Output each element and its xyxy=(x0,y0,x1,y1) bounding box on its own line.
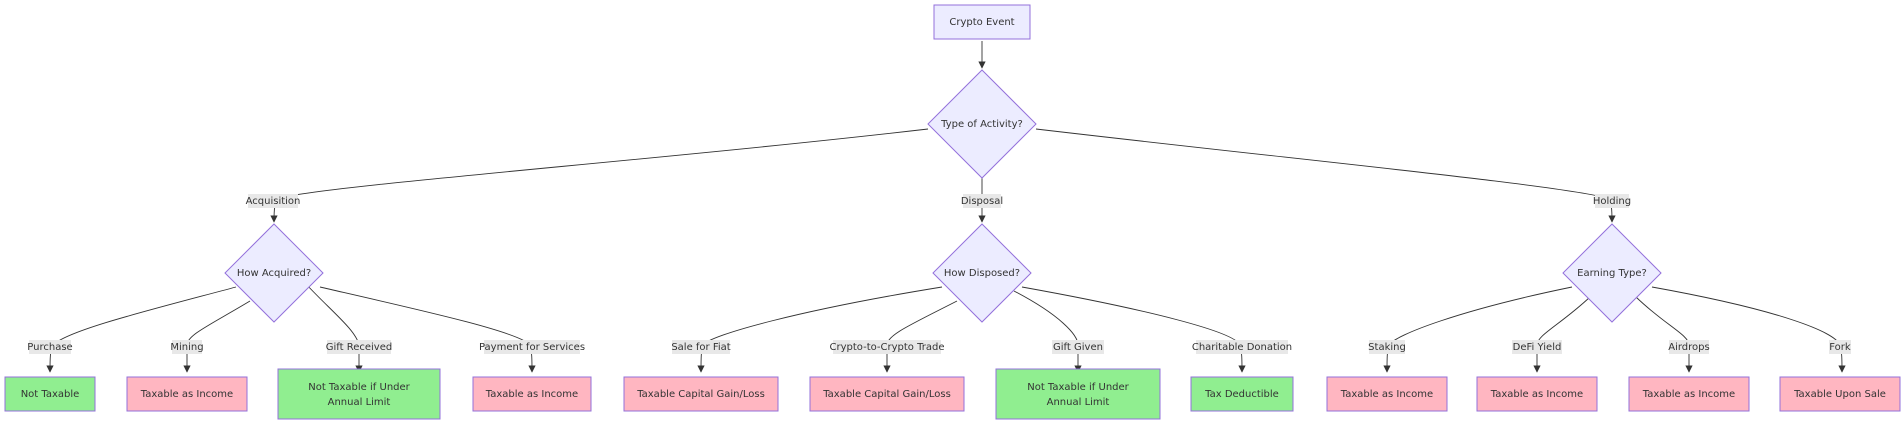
decision-earning-type: Earning Type? xyxy=(1562,223,1662,323)
leaf-airdrops-label: Taxable as Income xyxy=(1642,389,1735,400)
leaf-gift-received: Not Taxable if Under Annual Limit xyxy=(277,368,441,420)
leaf-defi-yield-label: Taxable as Income xyxy=(1490,389,1583,400)
edge-acquired-to-payment xyxy=(319,286,536,373)
edge-acquired-to-mining xyxy=(183,300,251,373)
edge-label-defi-text: DeFi Yield xyxy=(1513,342,1562,353)
node-crypto-event-label: Crypto Event xyxy=(949,17,1014,28)
edge-type-to-earning xyxy=(1035,128,1616,223)
edges xyxy=(46,41,1846,373)
edge-label-gift-received-text: Gift Received xyxy=(326,342,392,353)
leaf-crypto-to-crypto: Taxable Capital Gain/Loss xyxy=(809,376,965,412)
decision-earning-type-label: Earning Type? xyxy=(1577,268,1647,279)
leaf-fork: Taxable Upon Sale xyxy=(1779,376,1901,412)
edge-label-fork: Fork xyxy=(1829,340,1851,354)
edge-label-fork-text: Fork xyxy=(1829,342,1851,353)
edge-label-gift-given-text: Gift Given xyxy=(1053,342,1103,353)
edge-earning-to-defi xyxy=(1533,296,1591,373)
edge-label-staking: Staking xyxy=(1368,340,1406,354)
leaf-gift-given-line2: Annual Limit xyxy=(1047,397,1110,408)
edge-labels: Acquisition Disposal Holding Purchase Mi… xyxy=(27,194,1851,354)
decision-how-disposed: How Disposed? xyxy=(932,223,1032,323)
decision-how-acquired: How Acquired? xyxy=(224,223,324,323)
leaf-sale-for-fiat: Taxable Capital Gain/Loss xyxy=(623,376,779,412)
edge-label-airdrops: Airdrops xyxy=(1668,340,1710,354)
edge-disposed-to-gift-given xyxy=(1013,290,1082,373)
decision-type-of-activity-label: Type of Activity? xyxy=(940,119,1023,130)
edge-label-crypto-trade: Crypto-to-Crypto Trade xyxy=(830,340,945,354)
edge-acquired-to-purchase xyxy=(46,286,237,373)
leaf-charitable-donation: Tax Deductible xyxy=(1190,376,1294,412)
edge-label-mining-text: Mining xyxy=(170,342,203,353)
leaf-gift-given: Not Taxable if Under Annual Limit xyxy=(995,368,1161,420)
edge-label-crypto-trade-text: Crypto-to-Crypto Trade xyxy=(830,342,945,353)
edge-label-sale-fiat: Sale for Fiat xyxy=(671,340,731,354)
edge-disposed-to-crypto-trade xyxy=(883,300,958,373)
leaf-payment-for-services-label: Taxable as Income xyxy=(485,389,578,400)
leaf-purchase: Not Taxable xyxy=(4,376,96,412)
edge-earning-to-fork xyxy=(1651,286,1846,373)
leaf-staking: Taxable as Income xyxy=(1326,376,1448,412)
edge-label-holding-text: Holding xyxy=(1593,196,1631,207)
leaf-charitable-donation-label: Tax Deductible xyxy=(1204,389,1279,400)
edge-label-staking-text: Staking xyxy=(1368,342,1406,353)
edge-label-charity-text: Charitable Donation xyxy=(1192,342,1292,353)
leaf-fork-label: Taxable Upon Sale xyxy=(1793,389,1886,400)
leaf-defi-yield: Taxable as Income xyxy=(1476,376,1598,412)
leaf-staking-label: Taxable as Income xyxy=(1340,389,1433,400)
edge-disposed-to-charity xyxy=(1021,286,1246,373)
edge-label-purchase-text: Purchase xyxy=(27,342,72,353)
leaf-payment-for-services: Taxable as Income xyxy=(472,376,592,412)
edge-label-disposal-text: Disposal xyxy=(961,196,1003,207)
edge-earning-to-staking xyxy=(1383,286,1573,373)
edge-disposed-to-sale-fiat xyxy=(697,286,943,373)
edge-type-to-acquired xyxy=(270,128,929,223)
edge-label-payment-text: Payment for Services xyxy=(479,342,585,353)
edge-label-airdrops-text: Airdrops xyxy=(1668,342,1709,353)
leaf-crypto-to-crypto-label: Taxable Capital Gain/Loss xyxy=(822,389,951,400)
edge-label-gift-given: Gift Given xyxy=(1052,340,1104,354)
edge-earning-to-airdrops xyxy=(1635,296,1693,373)
leaf-mining-label: Taxable as Income xyxy=(140,389,233,400)
leaf-airdrops: Taxable as Income xyxy=(1628,376,1750,412)
edge-label-defi: DeFi Yield xyxy=(1512,340,1562,354)
leaf-gift-received-line1: Not Taxable if Under xyxy=(308,382,410,393)
edge-label-sale-fiat-text: Sale for Fiat xyxy=(671,342,730,353)
leaf-sale-for-fiat-label: Taxable Capital Gain/Loss xyxy=(636,389,765,400)
node-crypto-event: Crypto Event xyxy=(933,4,1031,40)
edge-label-purchase: Purchase xyxy=(27,340,73,354)
leaf-purchase-label: Not Taxable xyxy=(21,389,80,400)
leaf-gift-received-line2: Annual Limit xyxy=(328,397,391,408)
edge-label-gift-received: Gift Received xyxy=(326,340,392,354)
edge-acquired-to-gift-received xyxy=(305,283,363,373)
edge-label-disposal: Disposal xyxy=(961,194,1003,208)
decision-how-acquired-label: How Acquired? xyxy=(237,268,311,279)
edge-label-acquisition-text: Acquisition xyxy=(246,196,301,207)
leaf-mining: Taxable as Income xyxy=(126,376,248,412)
edge-label-charity: Charitable Donation xyxy=(1192,340,1292,354)
decision-how-disposed-label: How Disposed? xyxy=(944,268,1020,279)
leaf-gift-given-line1: Not Taxable if Under xyxy=(1027,382,1129,393)
edge-label-mining: Mining xyxy=(170,340,204,354)
nodes: Crypto Event Type of Activity? How Acqui… xyxy=(4,4,1901,420)
edge-label-acquisition: Acquisition xyxy=(246,194,301,208)
decision-type-of-activity: Type of Activity? xyxy=(927,69,1037,179)
edge-label-payment: Payment for Services xyxy=(479,340,585,354)
edge-label-holding: Holding xyxy=(1593,194,1631,208)
